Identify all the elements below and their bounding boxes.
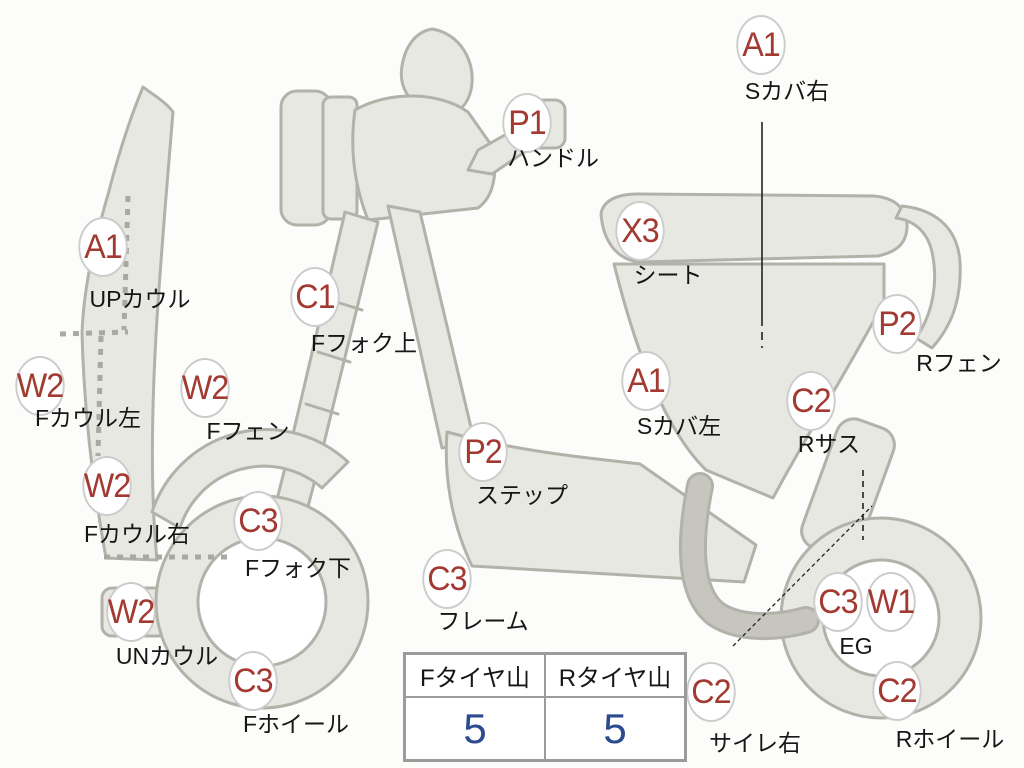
front-fork-lower-label: Fフォク下 [244,555,352,581]
floorboard [444,430,758,584]
muffler-fill [682,475,817,637]
handle-badge: P1 [502,93,552,153]
front-fender-badge: W2 [180,358,230,418]
under-cowl-label: UNカウル [115,643,219,669]
under-seat-body [612,262,886,500]
engine-badge-w1: W1 [866,572,916,632]
engine-label: EG [839,633,873,659]
upper-cowl-label: UPカウル [89,286,191,312]
seat-label: シート [633,262,703,288]
front-wheel-label: Fホイール [242,711,350,737]
side-cover-right-badge: A1 [736,15,786,75]
front-cowl-right-badge: W2 [82,456,132,516]
step-badge: P2 [458,422,508,482]
silencer-right-label: サイレ右 [709,730,801,756]
fork-segment-line [316,350,352,364]
rear-fender-label: Rフェン [916,350,1002,376]
front-fork-upper-badge: C1 [290,267,340,327]
pointer-line-silencer [732,505,873,647]
frame-badge: C3 [422,549,472,609]
front-wheel-badge: C3 [228,651,278,711]
front-fender-shape [150,428,350,530]
side-cover-left-badge: A1 [621,351,671,411]
seat-shape [599,192,909,264]
headlight-body [351,94,497,222]
under-cowl-badge: W2 [106,582,156,642]
frame-label: フレーム [437,608,529,634]
step-label: ステップ [476,482,568,508]
crease-dotted-line [59,329,129,337]
rear-wheel-badge: C2 [872,661,922,721]
rear-fender-shape [894,204,962,350]
seat-badge: X3 [615,201,665,261]
fork-segment-line [304,402,340,416]
front-fork-lower-badge: C3 [233,491,283,551]
front-tire-tread-header: Fタイヤ山 [405,654,545,697]
rear-wheel-label: Rホイール [895,726,1005,752]
front-cowl-left-label: Fカウル左 [34,405,142,431]
rear-suspension-badge: C2 [786,371,836,431]
handle-label: ハンドル [507,145,599,171]
rear-tire-tread-value: 5 [545,697,685,760]
engine-badge-c3: C3 [813,572,863,632]
front-tire-tread-value: 5 [405,697,545,760]
upper-cowl-badge: A1 [78,217,128,277]
tire-tread-table: Fタイヤ山 Rタイヤ山 5 5 [403,652,687,762]
rear-tire-tread-header: Rタイヤ山 [545,654,685,697]
front-fork-upper-label: Fフォク上 [310,330,418,356]
front-cowl-right-label: Fカウル右 [83,521,191,547]
rear-suspension-label: Rサス [797,431,861,457]
front-fender-label: Fフェン [206,418,290,444]
silencer-right-badge: C2 [686,662,736,722]
side-cover-right-label: Sカバ右 [744,78,830,104]
rear-fender-badge: P2 [872,294,922,354]
front-cowl-left-badge: W2 [15,356,65,416]
crease-dotted-line [121,195,131,331]
side-cover-left-label: Sカバ左 [636,413,722,439]
